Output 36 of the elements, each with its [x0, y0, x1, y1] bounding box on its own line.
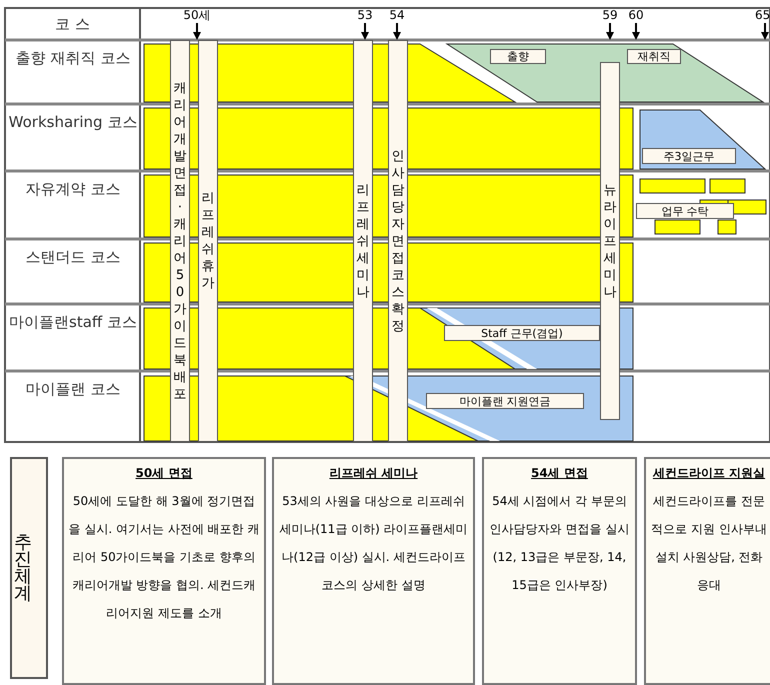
card-text: 50세에 도달한 해 3월에 정기면접을 실시. 여기서는 사전에 배포한 캐리어 50가이드북을 기초로 향후의 캐리어개발 방향을 협의. 세컨드캐리어지원 제도를 소개 [68, 493, 260, 622]
course-box: 주3일근무 [642, 148, 736, 164]
course-box: Staff 근무(겸업) [444, 325, 600, 341]
side-label-box: 추진체계 [10, 457, 48, 679]
description-card [644, 457, 770, 685]
row-header: Worksharing 코스 [8, 112, 138, 133]
course-box: 마이플랜 지원연금 [426, 393, 584, 409]
card-heading: 54세 면접 [530, 465, 589, 482]
vertical-bar: 리프레쉬 휴가 [198, 40, 218, 442]
course-box: 출향 [490, 49, 546, 64]
age-label: 50세 [182, 8, 212, 22]
course-box: 업무 수탁 [636, 203, 734, 219]
column-header: 코 스 [54, 14, 91, 35]
card-text: 세컨드라이프를 전문적으로 지원 인사부내 설치 사원상담, 전화응대 [650, 493, 768, 594]
card-text: 54세 시점에서 각 부문의 인사담당자와 면접을 실시 (12, 13급은 부문장, 14, 15급은 인사부장) [488, 493, 630, 594]
course-box: 재취직 [627, 49, 681, 64]
age-label: 59 [601, 8, 619, 22]
vertical-bar: 인사담당자면접 코스확정 [388, 40, 408, 442]
row-header: 마이플랜staff 코스 [8, 312, 138, 333]
vertical-bar: 리프레쉬 세미나 [353, 40, 373, 442]
age-label: 54 [388, 8, 406, 22]
card-text: 53세의 사원을 대상으로 리프레쉬세미나(11급 이하) 라이프플랜세미나(12급 이상) 실시. 세컨드라이프코스의 상세한 설명 [278, 493, 469, 594]
row-header: 스탠더드 코스 [24, 247, 122, 268]
age-label: 53 [356, 8, 374, 22]
card-heading: 리프레쉬 세미나 [328, 465, 419, 482]
description-card [272, 457, 475, 685]
row-header: 마이플랜 코스 [24, 379, 122, 400]
description-card [62, 457, 266, 685]
description-card [482, 457, 637, 685]
card-heading: 세컨드라이프 지원실 [652, 465, 766, 482]
row-header: 출향 재취직 코스 [14, 48, 132, 69]
vertical-bar: 캐리어개발면접·캐리어50가이드북 배포 [170, 40, 190, 442]
age-label: 60 [627, 8, 645, 22]
row-header: 자유계약 코스 [24, 179, 122, 200]
vertical-bar: 뉴라이프 세미나 [600, 62, 620, 420]
card-heading: 50세 면접 [134, 465, 194, 482]
